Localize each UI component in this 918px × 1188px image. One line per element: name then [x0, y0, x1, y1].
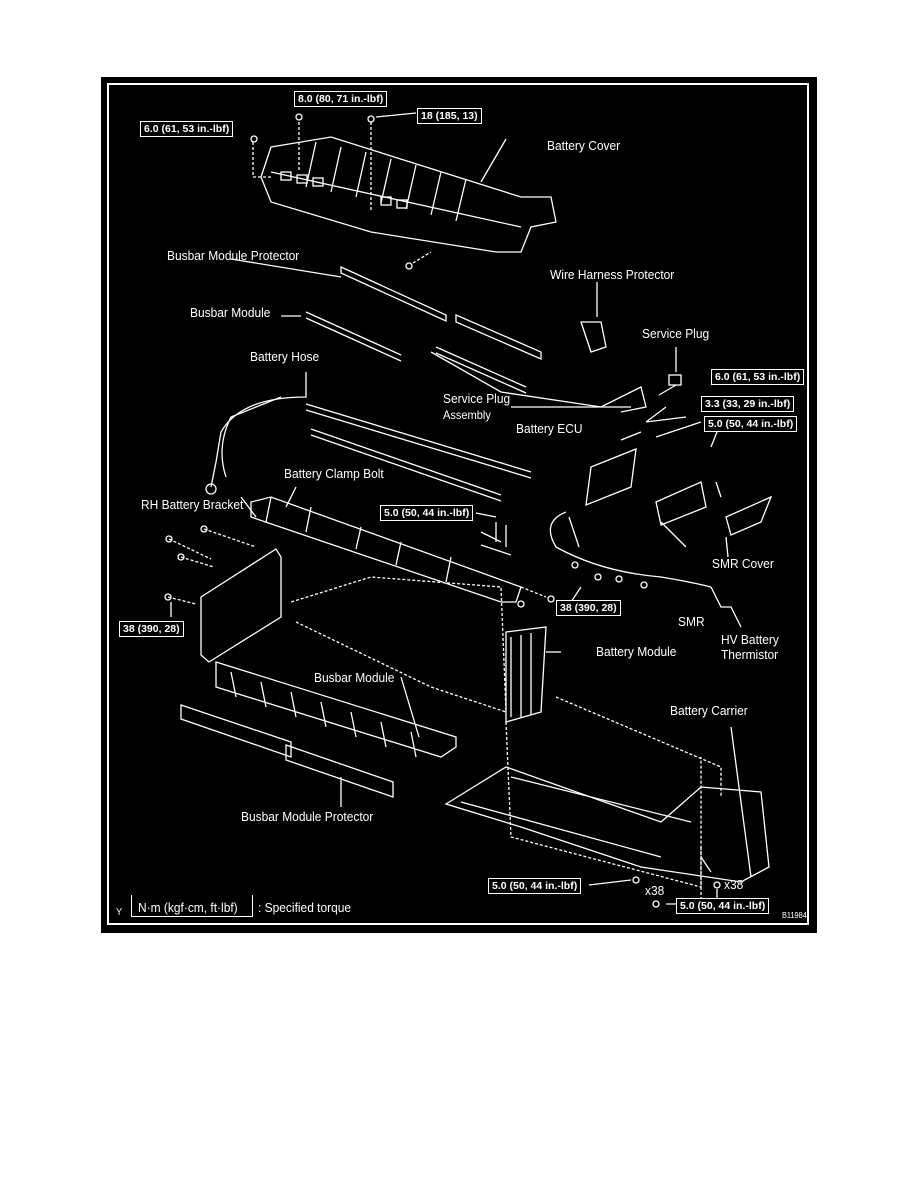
battery-module-part [290, 576, 722, 888]
label-smr-cover: SMR Cover [712, 556, 774, 571]
legend-units-box [131, 895, 253, 917]
label-busbar-module-protector-bottom: Busbar Module Protector [241, 809, 374, 824]
torque-spec-cover-bolt: 8.0 (80, 71 in.-lbf) [294, 91, 388, 107]
label-x38-right: x38 [724, 877, 744, 892]
torque-spec-carrier-bottom: 5.0 (50, 44 in.-lbf) [676, 898, 770, 914]
busbar-module-bottom-part [215, 661, 457, 758]
label-battery-cover: Battery Cover [547, 138, 621, 153]
torque-spec-rh-bracket: 38 (390, 28) [119, 621, 184, 637]
legend-units: N·m (kgf·cm, ft·lbf) [138, 900, 238, 915]
battery-ecu-part [585, 416, 702, 507]
label-busbar-module-protector-top: Busbar Module Protector [167, 248, 300, 263]
torque-spec-carrier-front: 5.0 (50, 44 in.-lbf) [488, 878, 582, 894]
label-busbar-module-top: Busbar Module [190, 305, 271, 320]
label-smr: SMR [678, 614, 705, 629]
busbar-protector-bottom-part [180, 704, 394, 807]
label-battery-carrier: Battery Carrier [670, 703, 748, 718]
torque-spec-clamp-terminal: 5.0 (50, 44 in.-lbf) [380, 505, 474, 521]
figure-code: B11984 [782, 911, 807, 920]
busbar-top-parts [230, 258, 682, 413]
label-wire-harness-protector: Wire Harness Protector [550, 267, 675, 282]
label-battery-clamp-bolt: Battery Clamp Bolt [284, 466, 384, 481]
label-battery-module: Battery Module [596, 644, 677, 659]
battery-carrier-part [444, 726, 770, 908]
torque-spec-battery-ecu: 3.3 (33, 29 in.-lbf) [701, 396, 795, 412]
label-x38-left: x38 [645, 883, 665, 898]
exploded-diagram-panel: Battery Cover Busbar Module Protector Bu… [101, 77, 817, 933]
smr-part [655, 481, 773, 558]
torque-spec-cover-nut: 6.0 (61, 53 in.-lbf) [140, 121, 234, 137]
wire-harness-part [549, 511, 742, 628]
label-busbar-module-bottom: Busbar Module [314, 670, 395, 685]
legend-description: : Specified torque [258, 900, 352, 915]
label-battery-hose: Battery Hose [250, 349, 320, 364]
torque-spec-service-plug: 6.0 (61, 53 in.-lbf) [711, 369, 805, 385]
label-battery-ecu: Battery ECU [516, 421, 583, 436]
label-hv-battery-thermistor-line1: HV Battery [721, 632, 779, 647]
hv-battery-exploded-view [164, 98, 773, 908]
label-service-plug: Service Plug [642, 326, 710, 341]
rh-battery-bracket-part [164, 496, 282, 663]
torque-spec-cover-bolt-2: 18 (185, 13) [417, 108, 482, 124]
label-rh-battery-bracket: RH Battery Bracket [141, 497, 244, 512]
diagram-frame [107, 83, 809, 925]
torque-spec-clamp-bolt: 38 (390, 28) [556, 600, 621, 616]
corner-letter: Y [116, 907, 123, 918]
label-hv-battery-thermistor-line2: Thermistor [721, 647, 779, 662]
torque-spec-smr: 5.0 (50, 44 in.-lbf) [704, 416, 798, 432]
battery-hose-part [205, 372, 532, 502]
label-service-plug-assembly-line2: Assembly [443, 408, 491, 422]
battery-cover-part [250, 113, 557, 270]
label-service-plug-assembly-line1: Service Plug [443, 391, 511, 406]
battery-clamp-bolt-part [250, 486, 555, 608]
